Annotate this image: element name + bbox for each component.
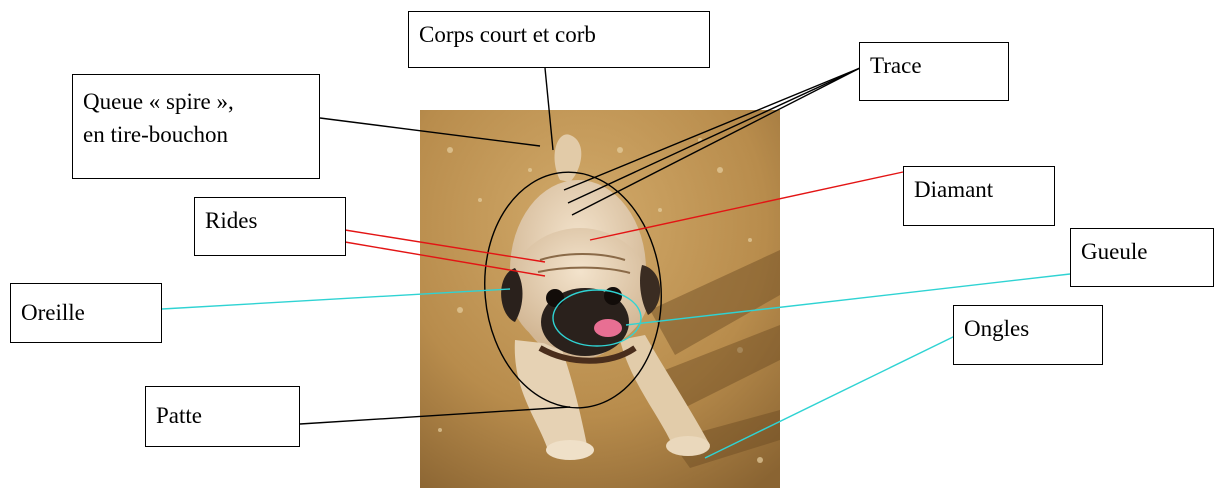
label-rides: Rides [194,197,346,256]
label-trace: Trace [859,42,1009,101]
leader-diamant [589,171,904,241]
pug-ear-left [501,268,523,322]
pug-leg-right [620,335,710,445]
pebbles [438,138,763,463]
label-diamant: Diamant [903,166,1055,226]
pug-paw-right [666,436,710,456]
label-oreille: Oreille [10,283,162,343]
leader-trace-2 [567,67,861,204]
leader-ongles [704,335,956,459]
leader-rides-1 [344,229,546,263]
pug-paw-left [546,440,594,460]
label-queue: Queue « spire », en tire-bouchon [72,74,320,179]
pug-mask [541,288,629,356]
leader-trace-3 [571,67,861,216]
pug-leg-left [514,340,588,450]
pug-tongue [594,319,622,337]
label-gueule: Gueule [1070,228,1214,287]
leader-trace-1 [563,67,861,191]
pug-collar [538,345,637,364]
leader-patte [299,406,571,425]
leader-queue [319,117,541,147]
label-corps: Corps court et corb [408,11,710,68]
leader-rides-2 [344,241,546,277]
label-patte: Patte [145,386,300,447]
pug-photo [420,110,780,488]
label-ongles: Ongles [953,305,1103,365]
body-outline-ellipse [484,171,662,409]
muzzle-ellipse [552,289,642,347]
leader-corps [544,67,554,151]
leader-oreille [161,288,511,310]
pug-ear-right [640,265,661,315]
leader-gueule [625,273,1071,326]
pug-tail [554,134,582,182]
pug-wrinkles [537,253,631,274]
